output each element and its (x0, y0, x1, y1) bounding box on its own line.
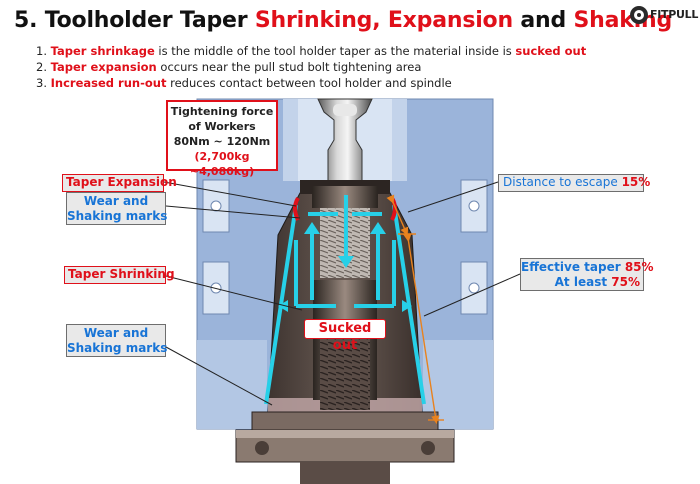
tightening-force-box: Tightening force of Workers 80Nm ~ 120Nm… (166, 100, 278, 171)
distance-to-escape-label: Distance to escape 15% (498, 174, 644, 192)
sucked-out-label: Sucked out (304, 319, 386, 339)
taper-shrinking-label: Taper Shrinking (64, 266, 166, 284)
wear-marks-label-upper: Wear and Shaking marks (66, 192, 166, 225)
taper-expansion-label: Taper Expansion (62, 174, 164, 192)
wear-marks-label-lower: Wear and Shaking marks (66, 324, 166, 357)
effective-taper-label: Effective taper 85% At least 75% (520, 258, 644, 291)
